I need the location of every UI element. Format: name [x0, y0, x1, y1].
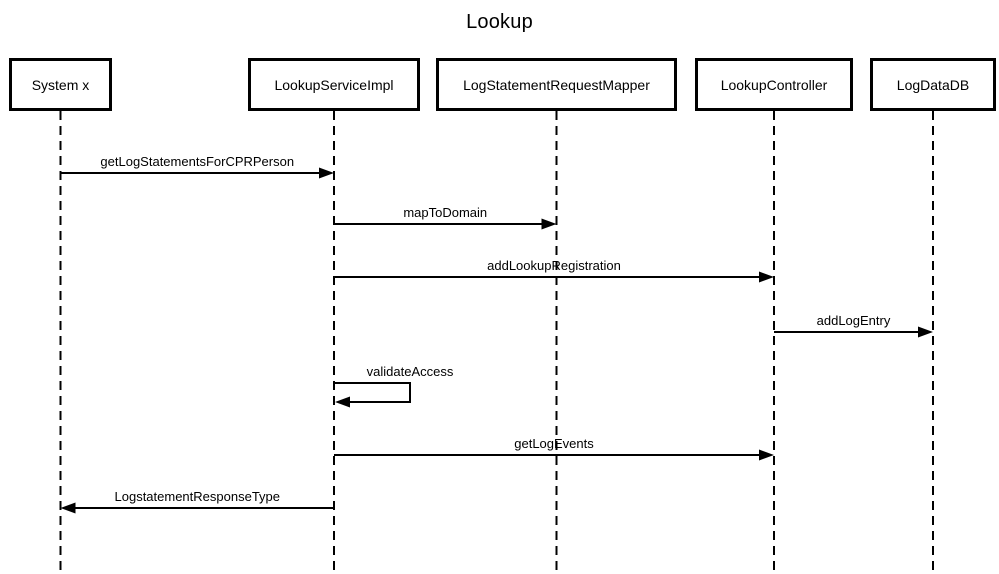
- participant-label: LookupController: [720, 76, 828, 93]
- participant-label: LogDataDB: [896, 76, 970, 93]
- message-arrowhead-2: [759, 271, 774, 283]
- participant-label: LogStatementRequestMapper: [463, 76, 650, 93]
- participant-label: LookupServiceImpl: [274, 76, 394, 93]
- participant-box-log-data-db: LogDataDB: [870, 58, 996, 111]
- message-arrowhead-0: [319, 167, 334, 179]
- participant-box-log-statement-request-mapper: LogStatementRequestMapper: [436, 58, 677, 111]
- message-label-6: LogstatementResponseType: [114, 489, 281, 504]
- message-arrowhead-3: [918, 326, 933, 338]
- message-label-0: getLogStatementsForCPRPerson: [100, 154, 295, 169]
- participant-label: System x: [31, 76, 90, 93]
- message-arrowhead-6: [60, 502, 76, 514]
- message-arrowhead-4: [335, 396, 350, 408]
- message-label-3: addLogEntry: [816, 313, 891, 328]
- message-label-2: addLookupRegistration: [487, 258, 621, 273]
- message-label-4: validateAccess: [366, 364, 454, 379]
- message-label-1: mapToDomain: [403, 205, 488, 220]
- message-arrowhead-1: [541, 218, 557, 230]
- participant-box-system-x: System x: [9, 58, 112, 111]
- participant-box-lookup-service-impl: LookupServiceImpl: [248, 58, 420, 111]
- message-arrowhead-5: [759, 449, 774, 461]
- diagram-title: Lookup: [466, 11, 533, 33]
- message-line-4: [334, 382, 411, 403]
- participant-box-lookup-controller: LookupController: [695, 58, 853, 111]
- message-label-5: getLogEvents: [514, 436, 594, 451]
